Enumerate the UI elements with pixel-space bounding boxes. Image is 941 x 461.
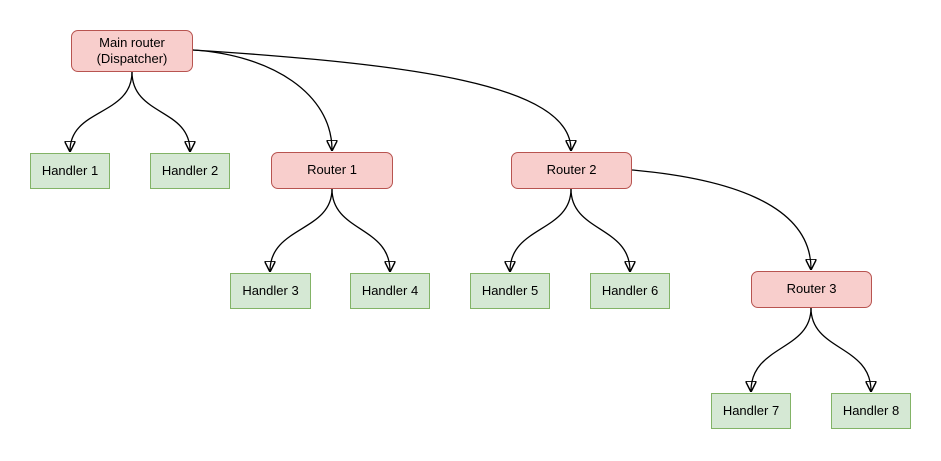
node-handler-4: Handler 4 — [350, 273, 430, 309]
node-main-router-label-line1: Main router — [99, 34, 165, 50]
node-router-1-label: Router 1 — [307, 162, 357, 178]
edge-main-router-to-router-1 — [192, 49, 332, 150]
edge-router-1-to-handler-4 — [331, 188, 390, 271]
node-router-2-label: Router 2 — [546, 162, 597, 178]
node-router-1: Router 1 — [271, 152, 393, 189]
node-handler-8: Handler 8 — [831, 393, 911, 429]
node-handler-3: Handler 3 — [230, 273, 311, 309]
edge-main-router-to-handler-1 — [70, 71, 133, 151]
node-handler-4-label: Handler 4 — [361, 282, 419, 298]
node-handler-6: Handler 6 — [590, 273, 670, 309]
node-handler-6-label: Handler 6 — [601, 282, 659, 298]
edge-main-router-to-handler-2 — [131, 71, 190, 151]
edge-router-2-to-handler-6 — [570, 188, 630, 271]
node-router-3: Router 3 — [751, 271, 872, 308]
node-main-router: Main router (Dispatcher) — [71, 30, 193, 72]
edge-router-3-to-handler-8 — [810, 307, 871, 391]
node-handler-2-label: Handler 2 — [161, 162, 219, 178]
node-handler-2: Handler 2 — [150, 153, 230, 189]
node-handler-3-label: Handler 3 — [242, 282, 299, 298]
node-handler-1-label: Handler 1 — [41, 162, 99, 178]
node-handler-8-label: Handler 8 — [842, 402, 900, 418]
node-handler-7-label: Handler 7 — [722, 402, 780, 418]
edge-router-3-to-handler-7 — [751, 307, 812, 391]
node-router-2: Router 2 — [511, 152, 632, 189]
node-handler-5: Handler 5 — [470, 273, 550, 309]
edge-router-1-to-handler-3 — [270, 188, 333, 271]
node-router-3-label: Router 3 — [786, 281, 837, 297]
node-handler-5-label: Handler 5 — [481, 282, 539, 298]
edge-main-router-to-router-2 — [192, 49, 571, 150]
node-handler-1: Handler 1 — [30, 153, 110, 189]
edge-router-2-to-router-3 — [631, 169, 811, 269]
node-handler-7: Handler 7 — [711, 393, 791, 429]
edge-router-2-to-handler-5 — [510, 188, 572, 271]
node-main-router-label-line2: (Dispatcher) — [96, 51, 168, 66]
